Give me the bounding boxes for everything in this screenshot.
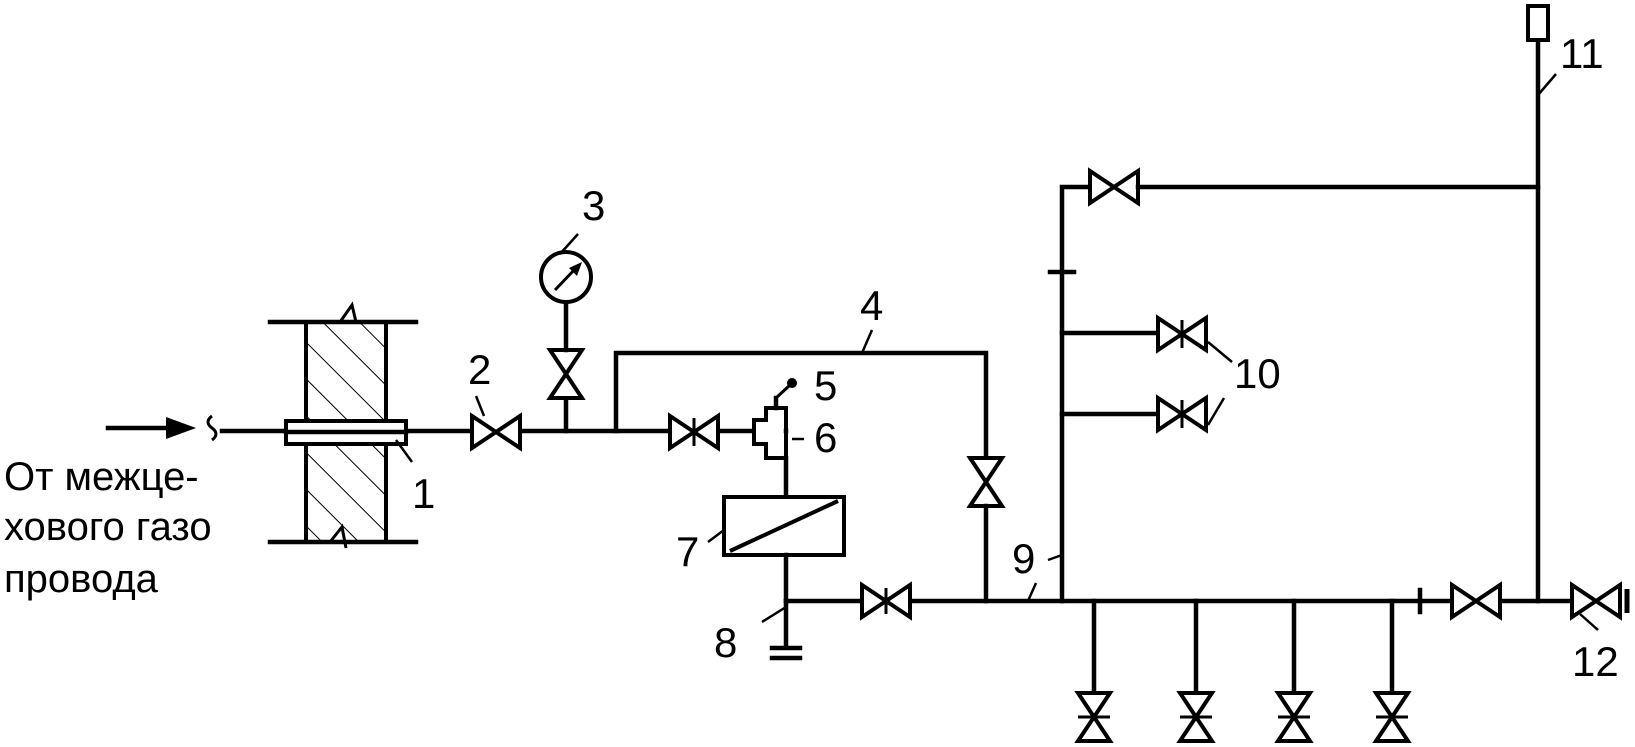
label-9: 9 bbox=[1012, 535, 1035, 582]
caption-line-1: От межце- bbox=[4, 455, 199, 499]
impulse-point-5 bbox=[787, 378, 797, 388]
label-10: 10 bbox=[1234, 350, 1281, 397]
label-11: 11 bbox=[1560, 30, 1604, 77]
purge-cap bbox=[1526, 4, 1550, 42]
lower-valve-b bbox=[1450, 581, 1502, 621]
component-labels: 1 2 3 4 5 6 7 8 9 10 11 12 bbox=[412, 30, 1619, 685]
label-6: 6 bbox=[814, 414, 837, 461]
label-5: 5 bbox=[814, 362, 837, 409]
valve-12 bbox=[1570, 581, 1630, 621]
lower-valve-a bbox=[860, 581, 912, 621]
label-4: 4 bbox=[860, 282, 883, 329]
pressure-gauge-branch bbox=[539, 250, 593, 434]
drop-branches bbox=[1074, 598, 1412, 743]
label-7: 7 bbox=[676, 528, 699, 575]
valves-10 bbox=[1156, 314, 1208, 434]
ground-8 bbox=[769, 598, 803, 661]
source-caption: От межце- хового газо провода bbox=[4, 455, 212, 601]
leader-lines bbox=[394, 73, 1599, 631]
label-1: 1 bbox=[412, 470, 435, 517]
label-3: 3 bbox=[582, 182, 605, 229]
inlet-pipe bbox=[219, 419, 755, 446]
label-12: 12 bbox=[1572, 638, 1619, 685]
label-8: 8 bbox=[714, 619, 737, 666]
purge-line-11 bbox=[1088, 4, 1550, 604]
valve-2 bbox=[470, 412, 522, 452]
inlet-arrow bbox=[105, 414, 218, 442]
regulator-6 bbox=[752, 378, 797, 500]
caption-line-2: хового газо bbox=[4, 505, 212, 549]
filter-inlet-valve bbox=[668, 412, 720, 452]
caption-line-3: провода bbox=[4, 557, 159, 601]
riser-9 bbox=[1047, 184, 1161, 604]
main-distribution-pipe bbox=[783, 587, 1575, 615]
filter-7 bbox=[722, 495, 846, 604]
bypass-line-4 bbox=[613, 350, 1006, 604]
bypass-valve bbox=[966, 456, 1006, 486]
label-2: 2 bbox=[468, 346, 491, 393]
